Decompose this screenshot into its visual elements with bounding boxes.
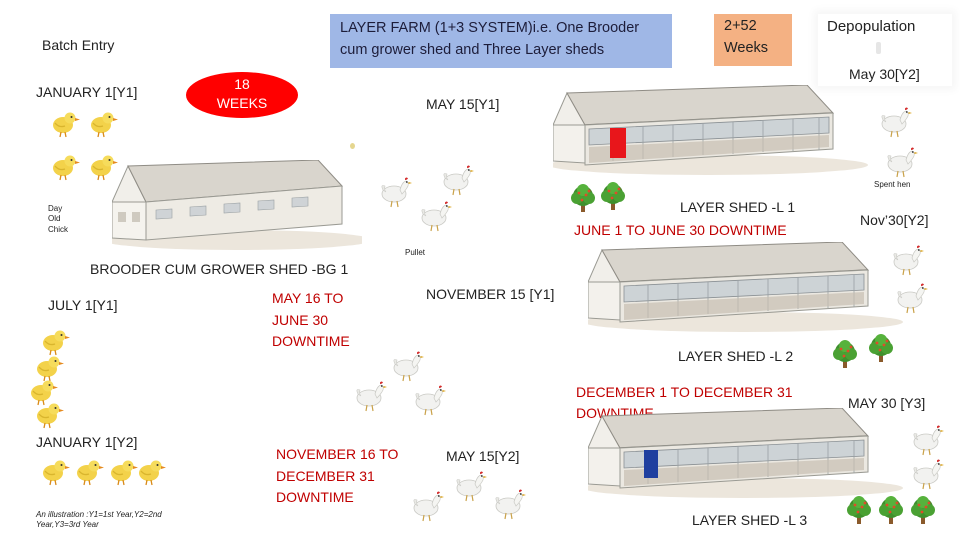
chick-icon: [42, 460, 71, 486]
bg-downtime-1-line2: JUNE 30: [272, 311, 329, 328]
chick-icon: [42, 330, 71, 356]
batch-entry-label: Batch Entry: [42, 37, 115, 53]
chick-icon: [52, 155, 81, 181]
date-nov15-y1: NOVEMBER 15 [Y1]: [426, 286, 555, 302]
layer-shed-1-downtime: JUNE 1 TO JUNE 30 DOWNTIME: [574, 222, 787, 238]
farm-title-line1: LAYER FARM (1+3 SYSTEM)i.e. One Brooder: [340, 20, 640, 36]
depopulation-label: Depopulation: [827, 18, 916, 35]
chick-icon: [90, 112, 119, 138]
layer-shed-1-red-door: [610, 128, 626, 158]
tree-icon: [911, 496, 935, 524]
chick-icon: [76, 460, 105, 486]
hen-icon: [421, 200, 453, 232]
day-old-chick-label: Day Old Chick: [48, 204, 78, 235]
layer-shed-3-label: LAYER SHED -L 3: [692, 512, 808, 528]
chick-icon: [138, 460, 167, 486]
spent-hen-icon: [881, 106, 913, 138]
hen-icon: [495, 488, 527, 520]
brooder-shed-label: BROODER CUM GROWER SHED -BG 1: [90, 261, 349, 277]
tree-icon: [833, 340, 857, 368]
layer-shed-2-downtime-line1: DECEMBER 1 TO DECEMBER 31: [576, 384, 793, 400]
hen-icon: [415, 384, 447, 416]
layer-shed-2-illustration: [588, 242, 903, 333]
oval-line2: WEEKS: [216, 94, 268, 111]
day-old-chick-line3: Chick: [48, 224, 69, 234]
date-may30-y3: MAY 30 [Y3]: [848, 395, 926, 411]
weeks-box: 2+52 Weeks: [714, 14, 792, 66]
hen-icon: [456, 470, 488, 502]
bg-downtime-2-line2: DECEMBER 31: [276, 467, 375, 484]
illustration-note-line2: Year,Y3=3rd Year: [36, 520, 99, 530]
hen-icon: [413, 490, 445, 522]
bg-downtime-2-line3: DOWNTIME: [276, 489, 354, 506]
tree-icon: [601, 182, 625, 210]
hen-icon: [393, 350, 425, 382]
weeks-box-line2: Weeks: [724, 39, 769, 56]
oval-line1: 18: [234, 76, 250, 92]
date-january-y1: JANUARY 1[Y1]: [36, 84, 138, 100]
bg-downtime-2: NOVEMBER 16 TO DECEMBER 31 DOWNTIME: [276, 444, 416, 509]
date-january-y2: JANUARY 1[Y2]: [36, 434, 138, 450]
spent-hen-label: Spent hen: [874, 180, 911, 189]
hen-icon: [381, 176, 413, 208]
depopulation-date: May 30[Y2]: [849, 66, 920, 82]
date-may15-y2: MAY 15[Y2]: [446, 448, 520, 464]
layer-shed-3-blue-door: [644, 450, 658, 478]
hen-icon: [356, 380, 388, 412]
day-old-chick-line2: Old: [48, 214, 61, 224]
weeks-box-line1: 2+52: [724, 18, 757, 34]
farm-title-line2: cum grower shed and Three Layer sheds: [340, 41, 605, 58]
bg-downtime-1-line3: DOWNTIME: [272, 333, 350, 350]
hen-icon: [893, 244, 925, 276]
farm-title-box: LAYER FARM (1+3 SYSTEM)i.e. One Brooder …: [330, 14, 672, 68]
illustration-note: An illustration :Y1=1st Year,Y2=2nd Year…: [36, 510, 176, 531]
hen-icon: [913, 424, 945, 456]
layer-shed-1-label: LAYER SHED -L 1: [680, 199, 796, 215]
layer-shed-2-label: LAYER SHED -L 2: [678, 348, 794, 364]
eighteen-weeks-oval: 18 WEEKS: [186, 72, 298, 118]
illustration-note-line1: An illustration :Y1=1st Year,Y2=2nd: [36, 510, 162, 519]
brooder-shed-illustration: [112, 160, 362, 251]
date-nov30-y2: Nov’30[Y2]: [860, 212, 929, 228]
tree-icon: [869, 334, 893, 362]
spent-hen-icon: [887, 146, 919, 178]
chick-icon: [52, 112, 81, 138]
tree-icon: [847, 496, 871, 524]
pullet-label: Pullet: [405, 248, 426, 257]
depopulation-marker: [876, 42, 881, 54]
marker-dot: [350, 143, 355, 149]
chick-icon: [36, 403, 65, 429]
layer-shed-3-illustration: [588, 408, 903, 499]
hen-icon: [443, 164, 475, 196]
day-old-chick-line1: Day: [48, 204, 63, 213]
hen-icon: [897, 282, 929, 314]
bg-downtime-1: MAY 16 TO JUNE 30 DOWNTIME: [272, 288, 382, 353]
depopulation-box: [818, 14, 952, 86]
tree-icon: [571, 184, 595, 212]
layer-shed-1-illustration: [553, 85, 868, 176]
hen-icon: [913, 458, 945, 490]
date-july-y1: JULY 1[Y1]: [48, 297, 118, 313]
tree-icon: [879, 496, 903, 524]
bg-downtime-2-line1: NOVEMBER 16 TO: [276, 446, 399, 462]
date-may15-y1: MAY 15[Y1]: [426, 96, 500, 112]
bg-downtime-1-line1: MAY 16 TO: [272, 290, 344, 306]
